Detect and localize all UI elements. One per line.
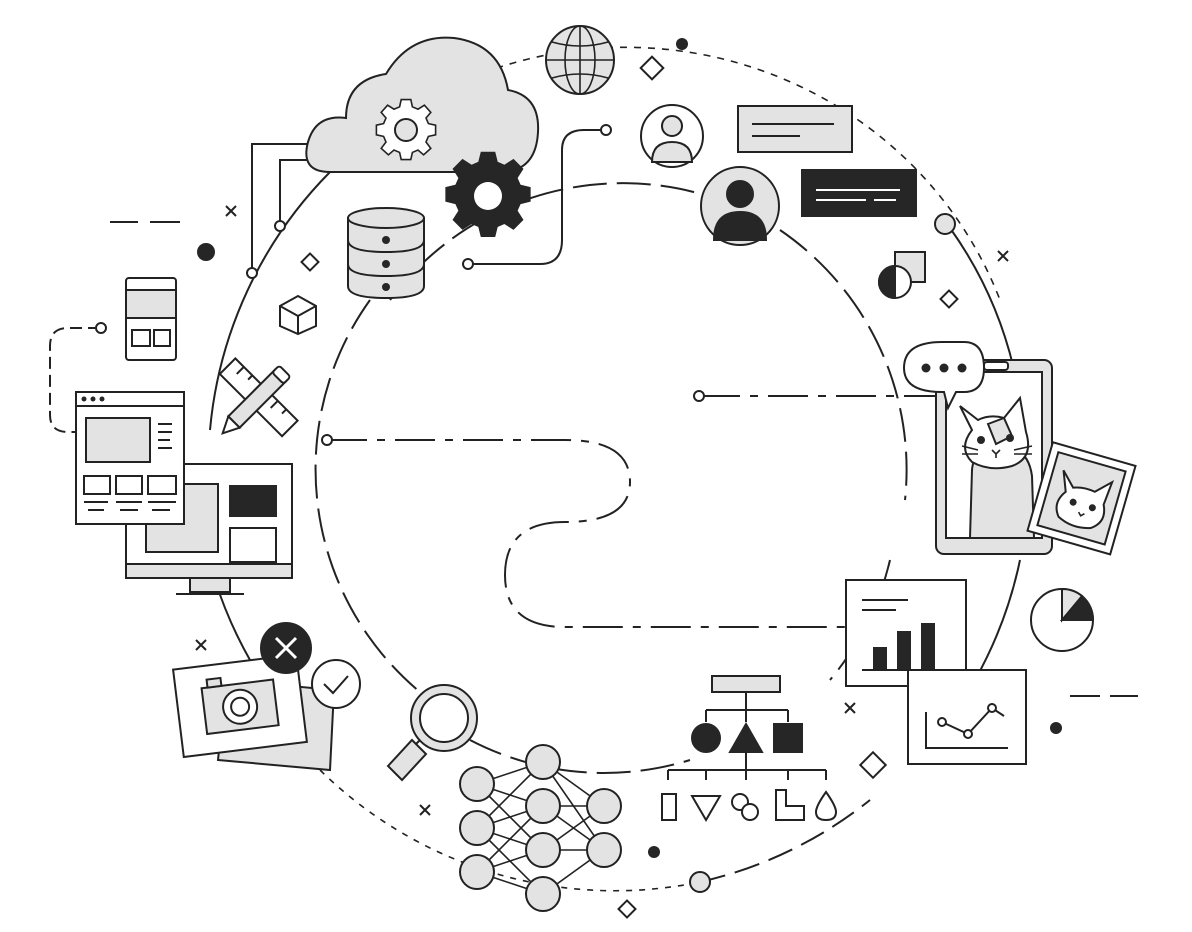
chat-bubble-icon [902, 341, 986, 411]
chart-shapes-icon [878, 251, 926, 300]
database-icon [347, 207, 425, 300]
user-avatar-icon [640, 104, 704, 168]
web-layout-icon [75, 391, 185, 525]
cube-icon [279, 294, 317, 336]
decorative-marks [110, 38, 1138, 919]
user-avatar-dark-icon [700, 166, 780, 246]
mobile-app-icon [125, 277, 177, 361]
neural-network-icon [459, 744, 622, 912]
cloud-gear-icon [305, 36, 540, 173]
camera-photo-icon [171, 653, 336, 772]
bar-chart-card-icon [845, 579, 967, 687]
ruler-pencil-icon [218, 356, 300, 438]
org-chart-icon [667, 675, 827, 780]
text-card-icon [737, 105, 853, 153]
gear-icon [445, 151, 531, 238]
cat-photo-phone-icon [935, 359, 1053, 555]
dark-text-card-icon [801, 169, 917, 217]
line-chart-card-icon [907, 669, 1027, 765]
magnifier-icon [386, 684, 478, 782]
orbit-paths [49, 46, 1026, 893]
shapes-set-icon [661, 789, 838, 822]
pie-chart-icon [1030, 587, 1095, 652]
cat-photo-frame-icon [1026, 441, 1137, 556]
globe-icon [545, 25, 615, 95]
check-circle-icon [311, 659, 361, 709]
close-circle-icon [260, 622, 312, 674]
